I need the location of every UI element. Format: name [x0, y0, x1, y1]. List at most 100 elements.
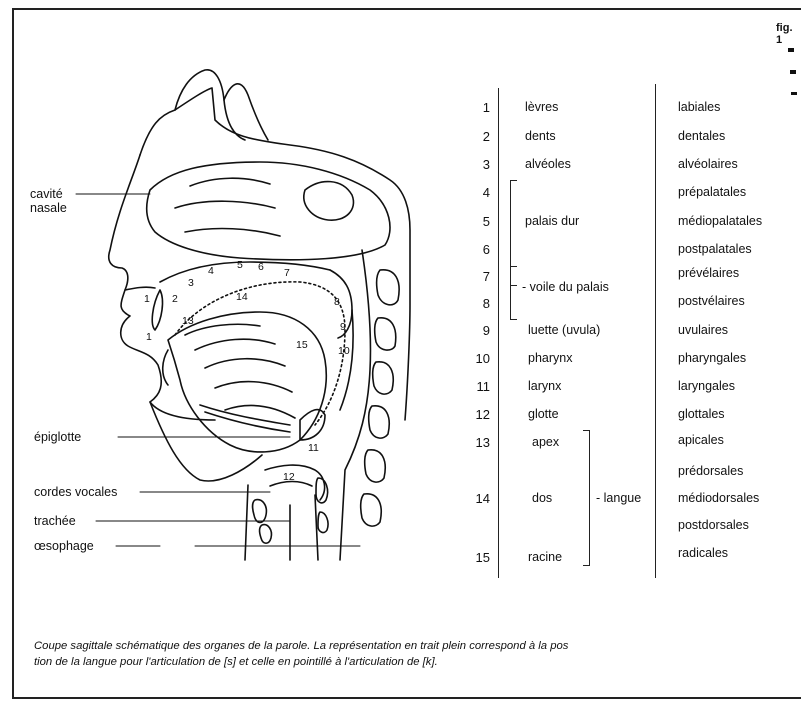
diagram-number: 11: [308, 442, 319, 454]
row-number: 14: [468, 491, 490, 506]
vertebra: [377, 270, 399, 305]
row-category: uvulaires: [678, 323, 728, 337]
row-category: prédorsales: [678, 464, 743, 478]
diagram-number: 9: [340, 321, 346, 333]
nasal-concha: [185, 229, 280, 236]
row-place: dents: [525, 129, 556, 143]
pharynx-wall: [340, 250, 371, 560]
nasal-cavity-outline: [147, 162, 390, 260]
row-category: médiodorsales: [678, 491, 759, 505]
diagram-number: 5: [237, 259, 243, 271]
diagram-number: 1: [144, 293, 150, 305]
row-category: laryngales: [678, 379, 735, 393]
tongue-contour: [195, 339, 275, 350]
hard-palate: [160, 262, 330, 282]
diagram-number: 7: [284, 267, 290, 279]
sinus-outline: [304, 182, 354, 221]
diagram-number: 4: [208, 265, 214, 277]
label-cordes-vocales: cordes vocales: [34, 485, 117, 499]
tongue-contour: [215, 382, 292, 392]
vertebra: [375, 318, 396, 350]
table-divider-right: [655, 84, 656, 578]
label-trachee: trachée: [34, 514, 76, 528]
row-number: 13: [468, 435, 490, 450]
diagram-number: 10: [338, 345, 350, 357]
label-oesophage: œsophage: [34, 539, 94, 553]
row-number: 8: [468, 296, 490, 311]
row-place: pharynx: [528, 351, 572, 365]
diagram-number: 8: [334, 296, 340, 308]
diagram-number: 12: [283, 471, 295, 483]
diagram-number: 14: [236, 291, 248, 303]
diagram-number: 15: [296, 339, 308, 351]
row-place: luette (uvula): [528, 323, 600, 337]
row-place: - voile du palais: [522, 280, 609, 294]
row-category: pharyngales: [678, 351, 746, 365]
trachea-front: [245, 485, 248, 560]
row-number: 6: [468, 242, 490, 257]
row-place: palais dur: [525, 214, 579, 228]
diagram-number: 13: [182, 315, 194, 327]
table-divider-left: [498, 88, 499, 578]
row-place: racine: [528, 550, 562, 564]
row-category: médiopalatales: [678, 214, 762, 228]
row-place: lèvres: [525, 100, 558, 114]
row-place-text: voile du palais: [530, 280, 609, 294]
trachea-ring: [260, 525, 272, 544]
tongue-contour: [225, 406, 295, 418]
diagram-number: 6: [258, 261, 264, 273]
row-number: 12: [468, 407, 490, 422]
tongue-dotted-outline: [175, 282, 345, 425]
nose-outline: [109, 155, 215, 420]
row-number: 10: [468, 351, 490, 366]
upper-lip: [125, 287, 155, 290]
row-place: alvéoles: [525, 157, 571, 171]
caption-line-2: tion de la langue pour l'articulation de…: [34, 656, 438, 668]
row-category: apicales: [678, 433, 724, 447]
nasal-concha: [175, 201, 275, 208]
row-number: 5: [468, 214, 490, 229]
trachea-ring: [253, 500, 267, 523]
caption-line-1: Coupe sagittale schématique des organes …: [34, 640, 568, 652]
row-place: apex: [532, 435, 559, 449]
hyoid-bone: [205, 412, 290, 432]
bracket-voile-du-palais: [510, 266, 517, 320]
row-place: dos: [532, 491, 552, 505]
label-cavite-nasale: cavité nasale: [30, 187, 67, 215]
row-number: 3: [468, 157, 490, 172]
lower-teeth: [163, 350, 168, 385]
row-category: prépalatales: [678, 185, 746, 199]
trachea-ring: [318, 512, 328, 533]
bracket-langue: [583, 430, 590, 566]
tongue-contour: [185, 324, 260, 335]
diagram-number: 3: [188, 277, 194, 289]
trachea-ring: [316, 478, 328, 503]
row-category: postdorsales: [678, 518, 749, 532]
row-category: alvéolaires: [678, 157, 738, 171]
row-category: labiales: [678, 100, 720, 114]
vertebra: [361, 494, 382, 526]
diagram-number: 1: [146, 331, 152, 343]
tongue-contour: [205, 359, 285, 368]
row-number: 15: [468, 550, 490, 565]
row-number: 7: [468, 269, 490, 284]
vertebra: [369, 406, 390, 438]
upper-teeth: [152, 290, 162, 330]
row-place: larynx: [528, 379, 561, 393]
vertebra: [373, 362, 394, 394]
diagram-number: 2: [172, 293, 178, 305]
row-number: 9: [468, 323, 490, 338]
row-category: radicales: [678, 546, 728, 560]
row-place: glotte: [528, 407, 559, 421]
row-number: 11: [468, 379, 490, 394]
row-category: dentales: [678, 129, 725, 143]
row-category: prévélaires: [678, 266, 739, 280]
row-number: 1: [468, 100, 490, 115]
group-label-text: langue: [604, 491, 642, 505]
row-category: glottales: [678, 407, 725, 421]
row-category: postvélaires: [678, 294, 745, 308]
skull-base-outline: [175, 70, 245, 140]
nasal-concha: [190, 178, 270, 186]
row-category: postpalatales: [678, 242, 752, 256]
